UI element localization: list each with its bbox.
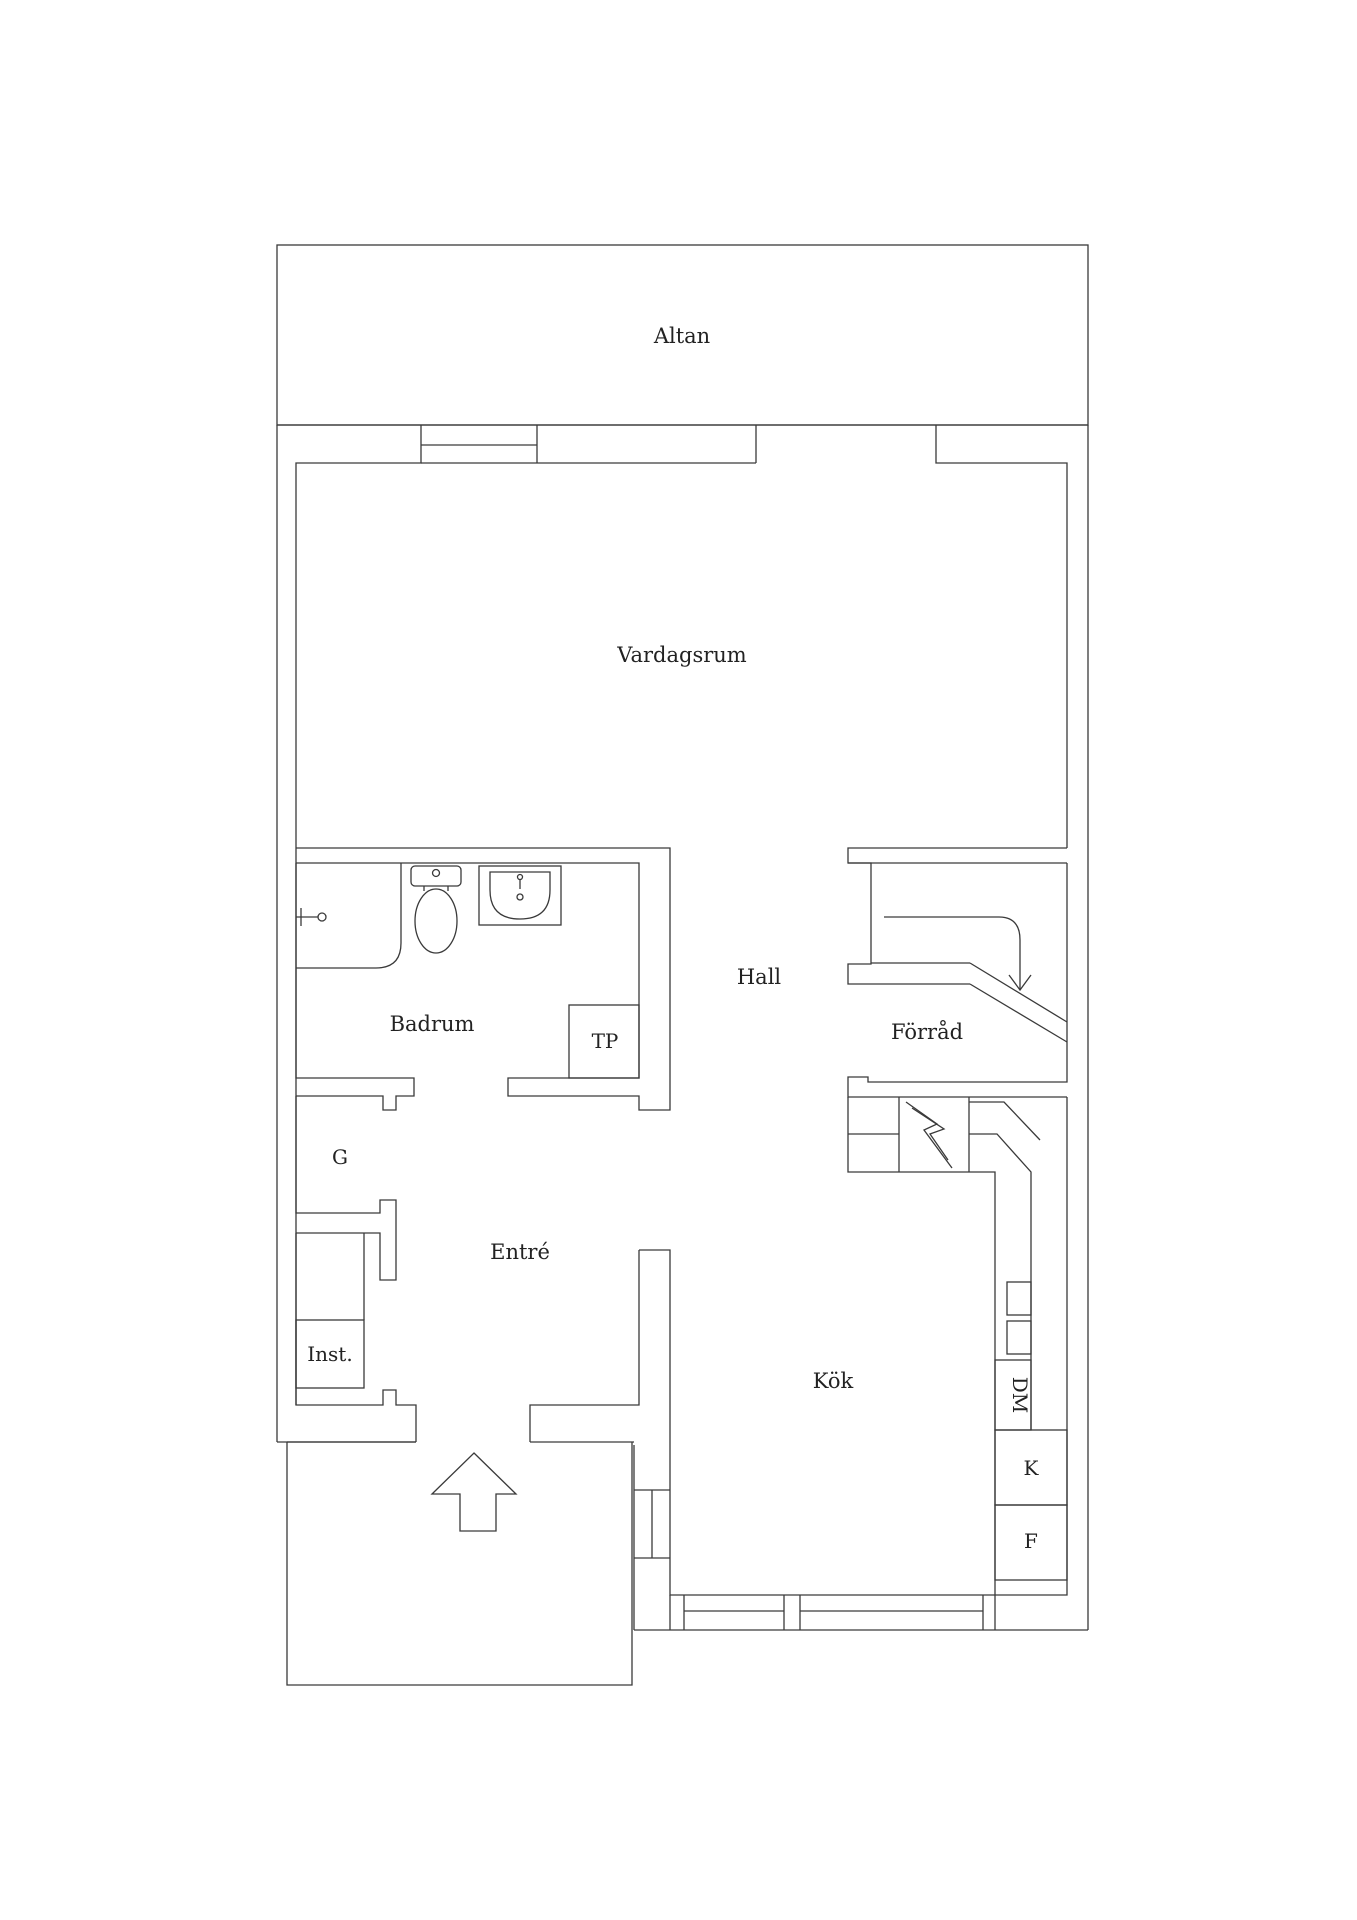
fixture-label-f: F xyxy=(1024,1529,1038,1553)
room-label-altan: Altan xyxy=(653,324,710,348)
bathroom-walls xyxy=(295,863,640,1111)
living-room-walls xyxy=(296,847,1067,1111)
room-label-entre: Entré xyxy=(490,1240,550,1264)
sink-icon xyxy=(478,865,562,926)
fixture-label-tp: TP xyxy=(592,1029,619,1053)
window-bottom xyxy=(683,1595,984,1630)
fixture-label-k: K xyxy=(1024,1456,1040,1480)
kitchen-walls xyxy=(639,1097,1068,1630)
toilet-icon xyxy=(410,865,462,954)
fixture-label-g: G xyxy=(332,1145,348,1169)
stairs-arrow-icon xyxy=(884,916,1032,992)
room-label-badrum: Badrum xyxy=(390,1012,475,1036)
kitchen-cabinets xyxy=(994,1281,1068,1581)
room-label-forrad: Förråd xyxy=(891,1020,963,1044)
fixture-label-inst: Inst. xyxy=(307,1342,352,1366)
entrance-arrow-icon xyxy=(430,1452,518,1532)
room-label-kok: Kök xyxy=(813,1369,854,1393)
window-top xyxy=(421,425,538,463)
shower-icon xyxy=(296,908,327,926)
room-label-vardagsrum: Vardagsrum xyxy=(616,643,747,667)
storage-walls xyxy=(847,862,1068,1098)
fixture-label-dm: DM xyxy=(1008,1377,1032,1414)
room-label-hall: Hall xyxy=(737,965,782,989)
electrical-panel-icon xyxy=(905,1101,953,1169)
entrance-walls xyxy=(286,1096,670,1686)
outer-walls xyxy=(276,424,1089,1631)
